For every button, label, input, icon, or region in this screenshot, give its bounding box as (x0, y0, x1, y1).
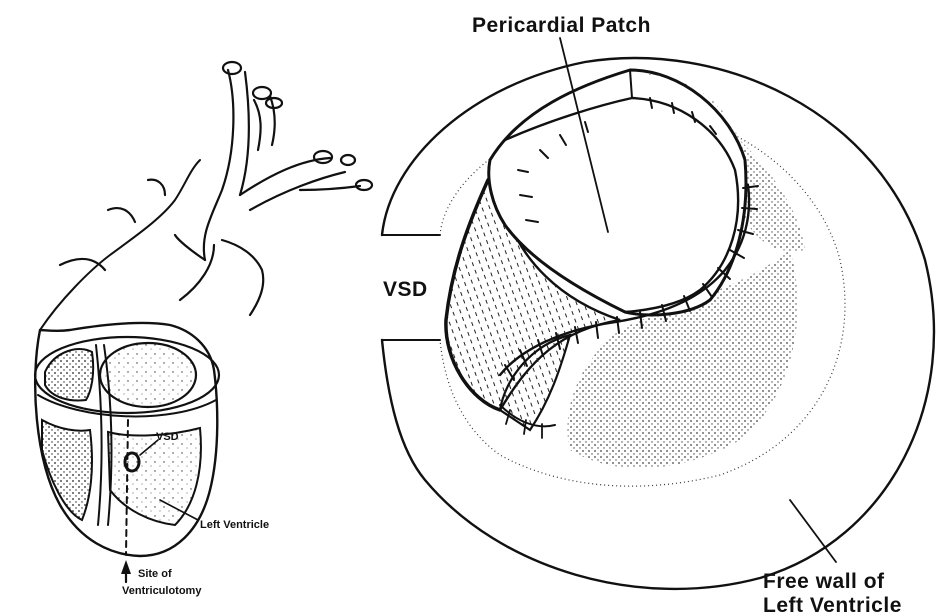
pericardial-patch-label: Pericardial Patch (472, 14, 651, 37)
vsd-label-left: VSD (156, 431, 179, 443)
site-label-line1: Site of (138, 568, 172, 580)
left-ventricle-cavity (100, 343, 196, 407)
site-label-line2: Ventriculotomy (122, 585, 202, 597)
free-wall-label-line2: Left Ventricle (763, 594, 902, 616)
vsd-label-right: VSD (383, 278, 428, 301)
free-wall-leader (790, 500, 836, 562)
right-ventricle-cavity (45, 349, 93, 400)
right-section-drawing (382, 38, 934, 589)
left-ventricle-label: Left Ventricle (200, 519, 269, 531)
free-wall-label-line1: Free wall of (763, 570, 885, 593)
left-heart-drawing (35, 62, 372, 582)
great-vessels (60, 62, 372, 315)
